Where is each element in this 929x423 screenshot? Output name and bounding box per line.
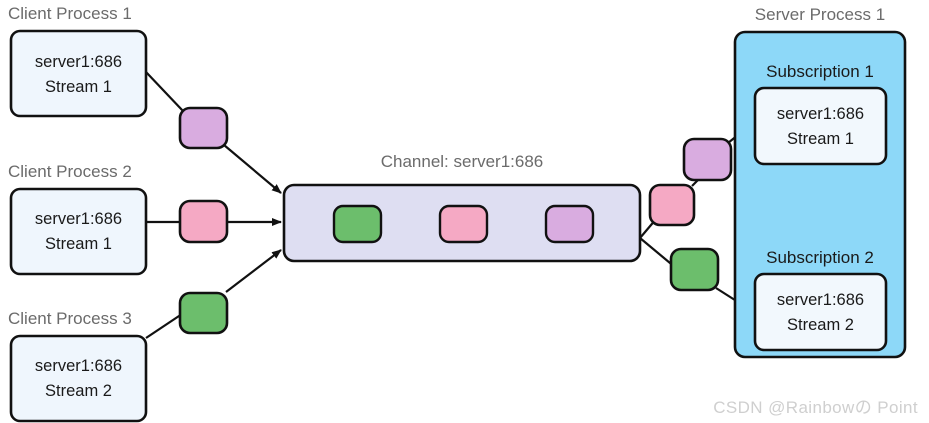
subscription-2-box[interactable] xyxy=(753,272,888,352)
client-process-3-stream: Stream 2 xyxy=(45,382,112,400)
subscription-2-stream: Stream 2 xyxy=(787,316,854,334)
client-process-2-group: Client Process 2 server1:686 Stream 1 xyxy=(8,162,148,276)
channel-token-green[interactable] xyxy=(332,204,383,244)
client-process-2-stream: Stream 1 xyxy=(45,235,112,253)
client-process-1-box[interactable] xyxy=(9,29,148,118)
edge-token-to-channel-3 xyxy=(225,249,282,293)
server-process-1-group: Server Process 1 Subscription 1 server1:… xyxy=(733,5,907,359)
message-token-client3-green[interactable] xyxy=(178,291,229,335)
client-process-2-box[interactable] xyxy=(9,187,148,276)
message-token-client1-purple[interactable] xyxy=(178,106,229,150)
subscription-1-stream: Stream 1 xyxy=(787,130,854,148)
channel-group: Channel: server1:686 xyxy=(282,152,642,263)
channel-token-pink[interactable] xyxy=(438,204,489,244)
message-token-client2-pink[interactable] xyxy=(178,199,229,244)
subscription-2-address: server1:686 xyxy=(777,291,864,309)
edge-client3-to-token xyxy=(145,311,186,339)
outbound-token-green[interactable] xyxy=(669,247,720,292)
client-process-1-group: Client Process 1 server1:686 Stream 1 xyxy=(8,4,148,118)
server-process-1-label: Server Process 1 xyxy=(755,5,885,24)
edge-token-to-channel-1 xyxy=(223,144,282,194)
subscription-1-box[interactable] xyxy=(753,86,888,166)
client-process-1-address: server1:686 xyxy=(35,53,122,71)
subscription-1-label: Subscription 1 xyxy=(766,62,874,81)
outbound-token-pink[interactable] xyxy=(648,183,696,227)
client-process-1-label: Client Process 1 xyxy=(8,4,132,23)
client-process-3-label: Client Process 3 xyxy=(8,309,132,328)
client-process-1-stream: Stream 1 xyxy=(45,78,112,96)
subscription-1-address: server1:686 xyxy=(777,105,864,123)
client-process-3-box[interactable] xyxy=(9,334,148,423)
client-process-3-group: Client Process 3 server1:686 Stream 2 xyxy=(8,309,148,423)
channel-token-purple[interactable] xyxy=(544,204,595,244)
client-process-3-address: server1:686 xyxy=(35,357,122,375)
client-process-2-label: Client Process 2 xyxy=(8,162,132,181)
channel-label: Channel: server1:686 xyxy=(381,152,544,171)
subscription-2-label: Subscription 2 xyxy=(766,248,874,267)
client-process-2-address: server1:686 xyxy=(35,210,122,228)
csdn-watermark: CSDN @Rainbowの Point xyxy=(713,398,918,417)
outbound-token-purple[interactable] xyxy=(682,137,733,182)
edge-client1-to-token xyxy=(145,71,184,112)
